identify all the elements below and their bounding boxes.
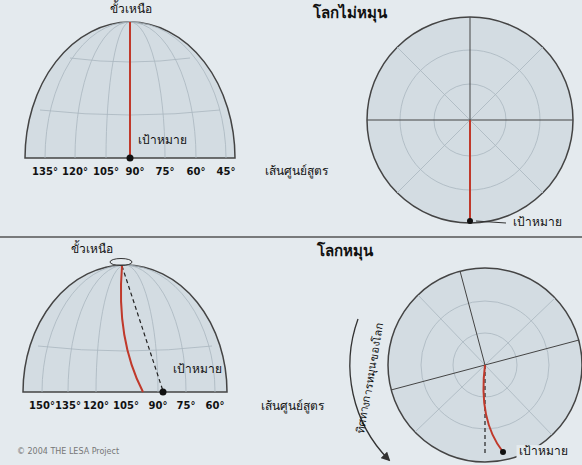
leader-line: [476, 221, 506, 223]
target-dot: [500, 449, 506, 455]
longitude-number: 135°: [53, 400, 83, 412]
longitude-number: 75°: [175, 400, 198, 412]
longitude-number: 75°: [154, 166, 177, 178]
intended-path: [122, 266, 163, 391]
longitude-number: 60°: [204, 400, 227, 412]
longitude-number: 90°: [147, 400, 170, 412]
rotation-arrow: [350, 319, 389, 460]
copyright-note: © 2004 THE LESA Project: [15, 447, 121, 456]
deflected-path: [121, 266, 143, 392]
path-line: [129, 22, 131, 158]
longitude-number: 105°: [111, 400, 141, 412]
target-dot: [160, 389, 167, 396]
section-title: โลกไม่หมุน: [311, 5, 389, 22]
arrow-label: ทิศทางการหมุนของโลก: [355, 319, 388, 436]
longitude-number: 105°: [91, 166, 121, 178]
equator-label: เส้นศูนย์สูตร: [259, 400, 326, 414]
pole-label: ขั้วเหนือ: [108, 3, 154, 17]
target-dot: [467, 218, 473, 224]
target-label: เป้าหมาย: [171, 363, 224, 377]
longitude-number: 45°: [215, 166, 238, 178]
axis-line: [470, 17, 471, 120]
pole-label: ขั้วเหนือ: [69, 243, 115, 257]
rotation-ring: [110, 259, 132, 266]
longitude-number: 120°: [81, 400, 111, 412]
longitude-number: 90°: [124, 166, 147, 178]
longitude-number: 135°: [30, 166, 60, 178]
path-line: [469, 120, 471, 221]
equator-label: เส้นศูนย์สูตร: [263, 165, 330, 179]
section-title: โลกหมุน: [315, 243, 375, 260]
divider: [0, 236, 582, 238]
longitude-number: 60°: [185, 166, 208, 178]
target-dot: [127, 155, 134, 162]
target-label: เป้าหมาย: [136, 134, 189, 148]
axis-line: [460, 271, 485, 365]
target-label: เป้าหมาย: [511, 216, 564, 230]
globe-top: [388, 268, 582, 462]
deflected-path: [483, 365, 503, 452]
longitude-number: 150°: [27, 400, 57, 412]
globe-top: [367, 17, 573, 223]
globe-side: [23, 265, 227, 392]
target-label: เป้าหมาย: [517, 445, 570, 459]
longitude-number: 120°: [60, 166, 90, 178]
globe-side: [25, 22, 235, 158]
meridians: [40, 22, 226, 158]
